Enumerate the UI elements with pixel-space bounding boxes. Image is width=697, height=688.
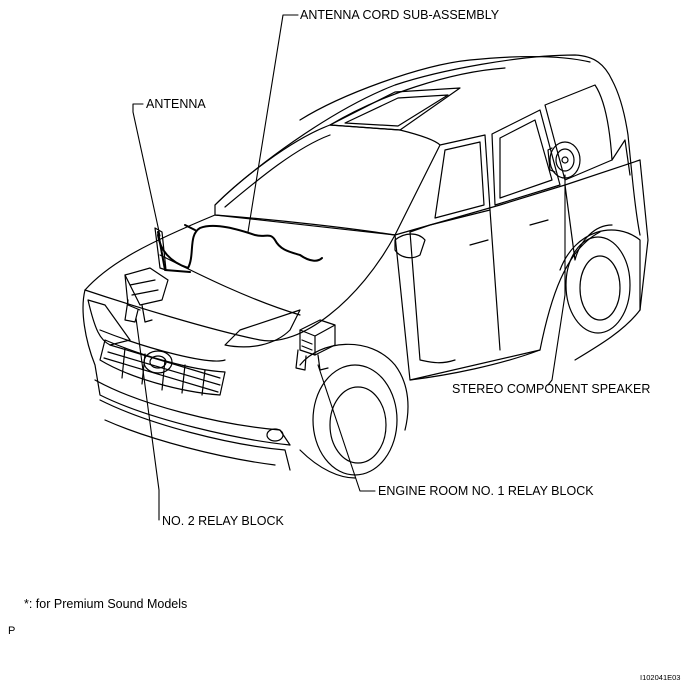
engine-room-no1-relay-block [295, 319, 336, 371]
vehicle-outline [82, 54, 649, 479]
antenna-cord-harness [157, 224, 323, 273]
label-no2-relay-block: NO. 2 RELAY BLOCK [162, 514, 284, 528]
no2-relay-block [124, 267, 169, 323]
leader-antenna [132, 103, 161, 237]
leader-stereo-speaker [547, 174, 566, 386]
leader-lines [132, 14, 566, 521]
label-antenna: ANTENNA [146, 97, 206, 111]
label-antenna-cord-sub-assembly: ANTENNA CORD SUB-ASSEMBLY [300, 8, 500, 22]
label-stereo-component-speaker: STEREO COMPONENT SPEAKER [452, 382, 651, 396]
leader-antenna-cord [247, 14, 299, 233]
footnote: *: for Premium Sound Models [24, 597, 188, 611]
leader-relay2 [135, 317, 160, 521]
label-engine-room-no1-relay-block: ENGINE ROOM NO. 1 RELAY BLOCK [378, 484, 594, 498]
antenna [154, 227, 167, 271]
figure-id: I102041E03 [640, 673, 681, 682]
leader-engine-relay [317, 364, 376, 492]
page-marker: P [8, 625, 16, 637]
